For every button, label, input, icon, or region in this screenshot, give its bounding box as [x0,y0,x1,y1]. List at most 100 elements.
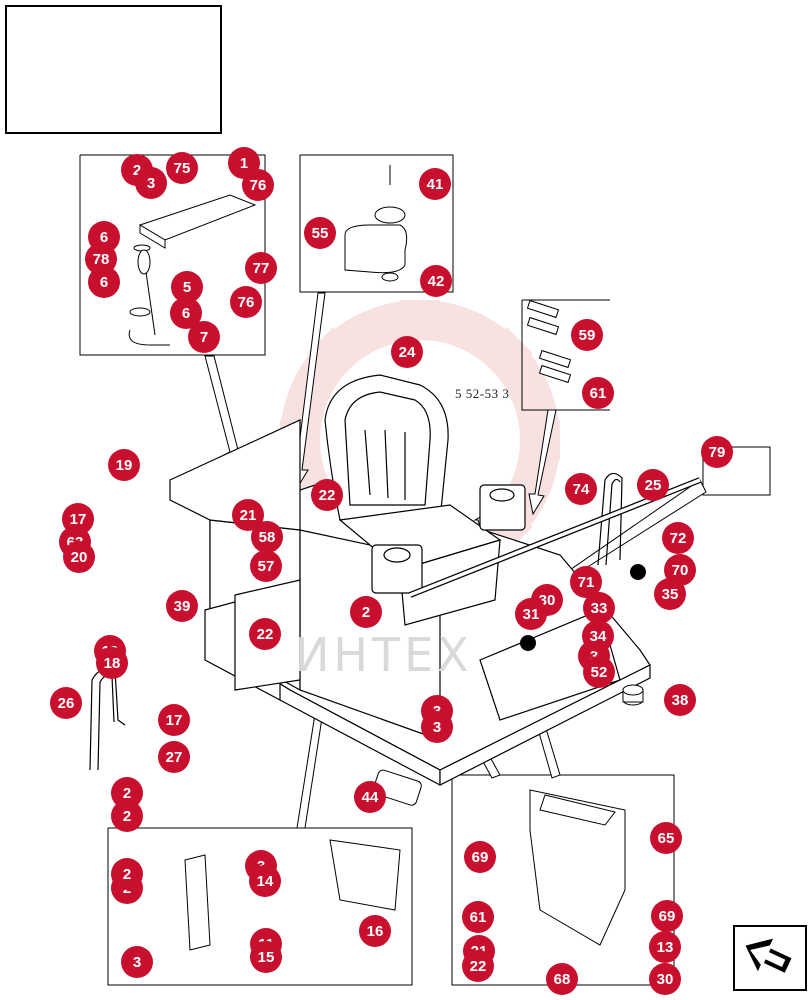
callout-72[interactable]: 72 [662,522,694,554]
callout-52[interactable]: 52 [583,656,615,688]
callout-77[interactable]: 77 [245,252,277,284]
callout-59[interactable]: 59 [571,319,603,351]
callout-22[interactable]: 22 [249,618,281,650]
callout-2[interactable]: 2 [111,777,143,809]
callout-badge [171,271,203,303]
callout-13[interactable]: 13 [649,931,681,963]
callout-25[interactable]: 25 [637,469,669,501]
callout-39[interactable]: 39 [166,590,198,622]
callout-79[interactable]: 79 [701,436,733,468]
callout-number: 2 [123,785,131,802]
callout-61[interactable]: 61 [582,377,614,409]
callout-16[interactable]: 16 [359,915,391,947]
callout-18[interactable]: 18 [96,647,128,679]
callout-17[interactable]: 17 [158,704,190,736]
callout-26[interactable]: 26 [50,687,82,719]
callout-44[interactable]: 44 [354,781,386,813]
callout-7[interactable]: 7 [188,321,220,353]
callout-75[interactable]: 75 [166,152,198,184]
callout-69[interactable]: 69 [464,841,496,873]
callout-33[interactable]: 33 [583,592,615,624]
callout-number: 2 [362,604,370,621]
callout-badge [63,541,95,573]
callout-20[interactable]: 20 [63,541,95,573]
callout-55[interactable]: 55 [304,217,336,249]
callout-61[interactable]: 61 [462,901,494,933]
callout-6[interactable]: 6 [88,266,120,298]
callout-31[interactable]: 31 [515,598,547,630]
callout-number: 59 [579,327,596,344]
callout-2[interactable]: 2 [111,800,143,832]
callout-number: 15 [258,949,275,966]
callout-number: 34 [590,628,607,645]
callout-19[interactable]: 19 [108,449,140,481]
callout-65[interactable]: 65 [650,822,682,854]
callout-3[interactable]: 3 [421,711,453,743]
callout-badge [170,297,202,329]
callout-34[interactable]: 34 [582,620,614,652]
callout-number: 18 [104,655,121,672]
callout-badge [249,865,281,897]
callout-number: 69 [659,908,676,925]
callout-69[interactable]: 69 [651,900,683,932]
callout-badge [419,168,451,200]
callout-badge [350,596,382,628]
callout-76[interactable]: 76 [242,169,274,201]
callout-badge [570,566,602,598]
callout-14[interactable]: 14 [249,865,281,897]
callout-27[interactable]: 27 [158,741,190,773]
step-bracket [184,769,626,951]
callout-badge [108,449,140,481]
callout-76[interactable]: 76 [230,286,262,318]
callout-3[interactable]: 3 [135,167,167,199]
callout-number: 76 [250,177,267,194]
callout-number: 22 [257,626,274,643]
callout-badge [354,781,386,813]
callout-number: 78 [93,251,110,268]
next-page-arrow-icon[interactable] [733,925,807,991]
callout-21[interactable]: 21 [232,499,264,531]
callout-number: 44 [362,789,379,806]
callout-number: 38 [672,692,689,709]
callout-badge [121,946,153,978]
callout-6[interactable]: 6 [170,297,202,329]
callout-22[interactable]: 22 [462,950,494,982]
callout-15[interactable]: 15 [250,941,282,973]
callout-number: 74 [573,481,590,498]
cupholder-detail [344,165,408,282]
callout-number: 22 [470,958,487,975]
callout-42[interactable]: 42 [420,265,452,297]
callout-badge [565,473,597,505]
callout-24[interactable]: 24 [391,336,423,368]
callout-35[interactable]: 35 [654,578,686,610]
reference-code: 5 52-53 3 [455,386,510,401]
callout-58[interactable]: 58 [251,521,283,553]
callout-74[interactable]: 74 [565,473,597,505]
callout-68[interactable]: 68 [546,963,578,995]
callout-badge [311,479,343,511]
callout-badge [251,521,283,553]
callout-number: 3 [433,719,441,736]
callout-badge [135,167,167,199]
callout-number: 3 [590,648,598,665]
callout-number: 6 [100,229,108,246]
callout-number: 3 [133,954,141,971]
callout-70[interactable]: 70 [664,554,696,586]
callout-number: 17 [166,712,183,729]
callout-30[interactable]: 30 [649,963,681,995]
callout-2[interactable]: 2 [111,858,143,890]
callout-5[interactable]: 5 [171,271,203,303]
callout-38[interactable]: 38 [664,684,696,716]
callout-22[interactable]: 22 [311,479,343,511]
callout-number: 69 [472,849,489,866]
callout-number: 72 [670,530,687,547]
callout-57[interactable]: 57 [250,550,282,582]
callout-71[interactable]: 71 [570,566,602,598]
callout-3[interactable]: 3 [121,946,153,978]
callout-2[interactable]: 2 [350,596,382,628]
callout-number: 6 [100,274,108,291]
callout-41[interactable]: 41 [419,168,451,200]
callout-number: 57 [258,558,275,575]
callout-number: 2 [123,808,131,825]
callout-number: 27 [166,749,183,766]
